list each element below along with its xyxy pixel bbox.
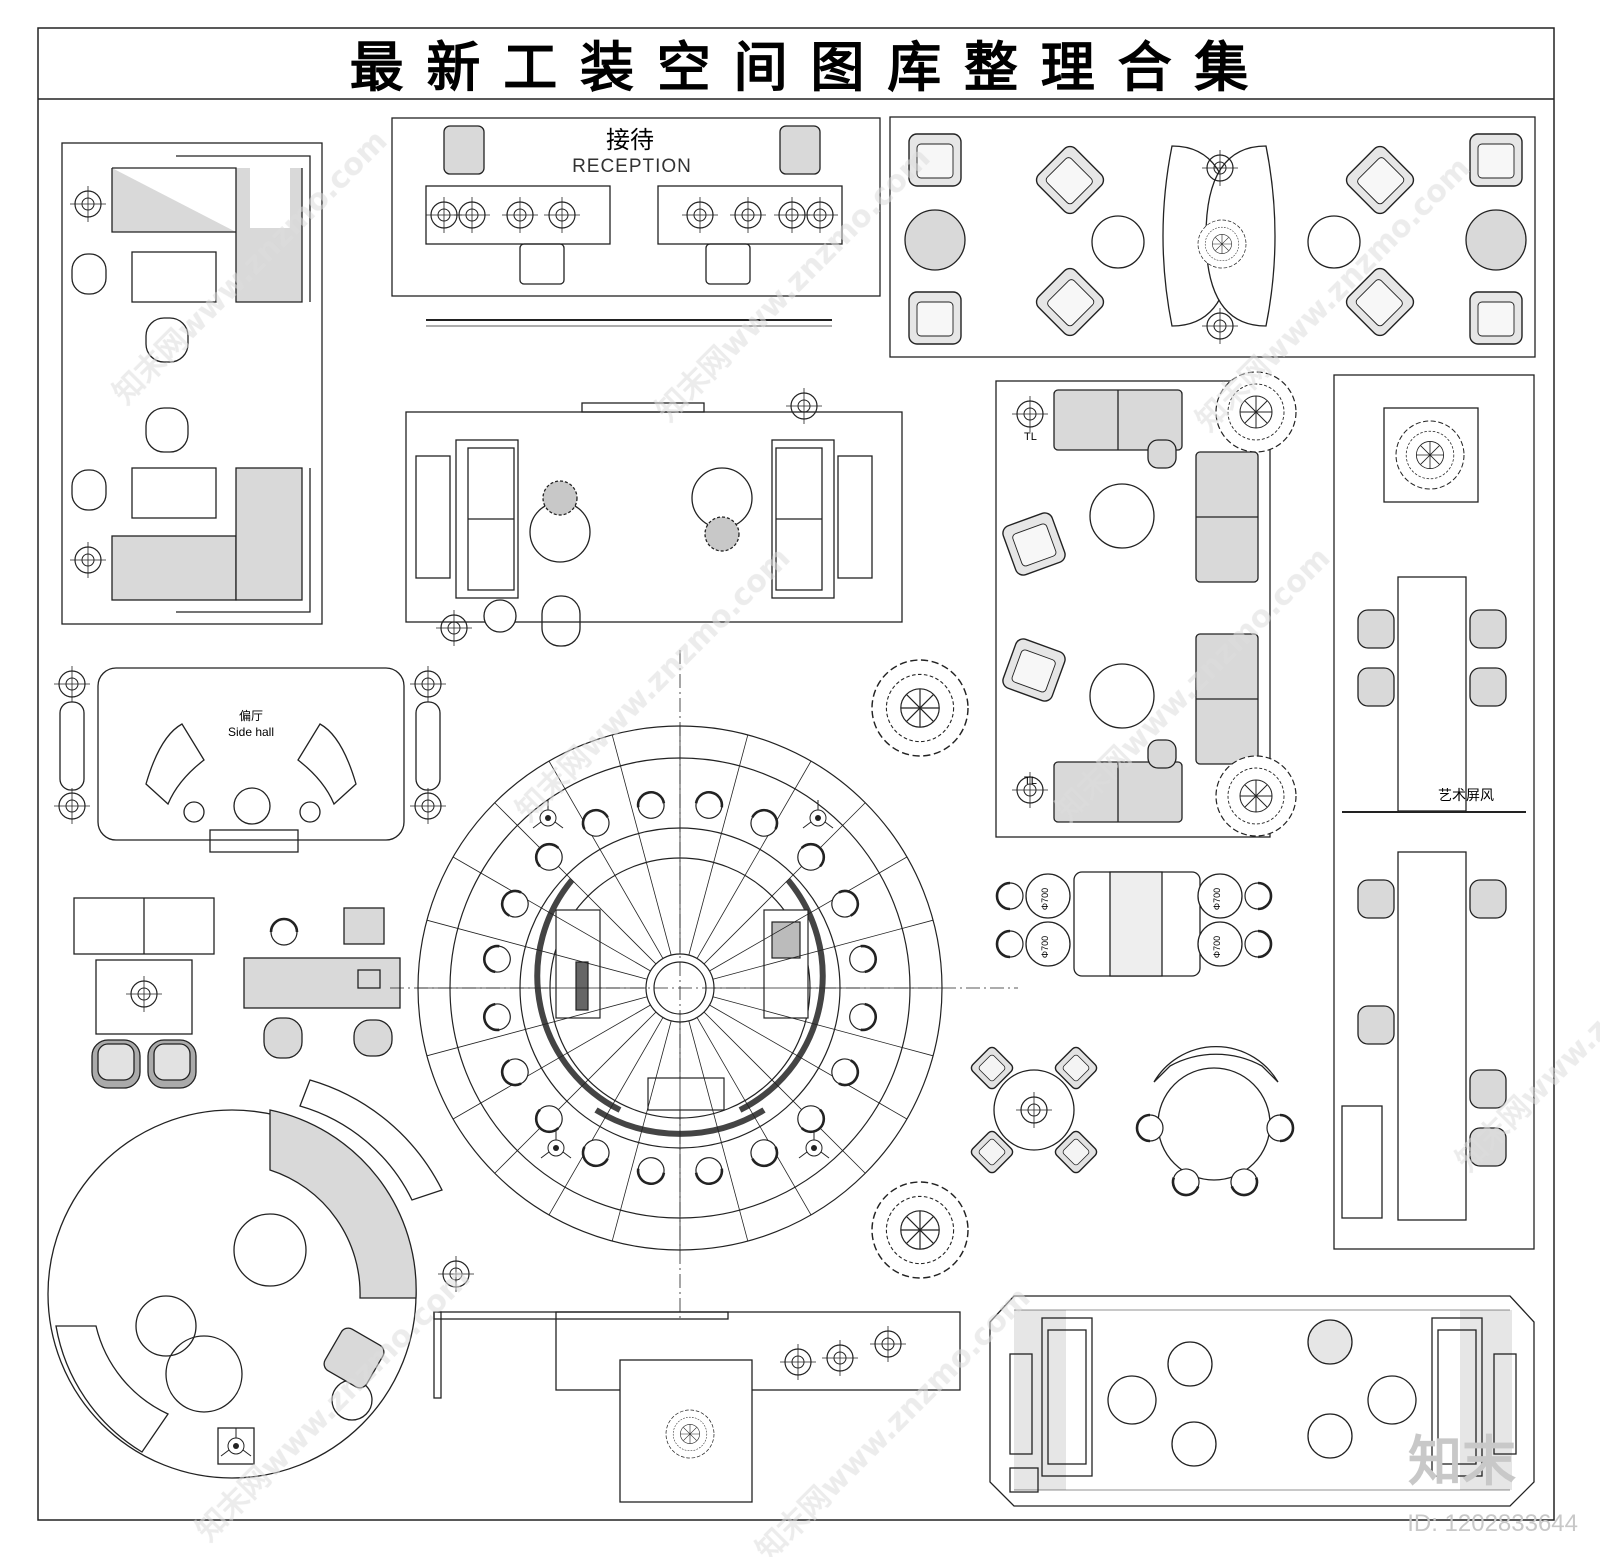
pavilion-chair	[634, 1154, 668, 1187]
watermark-site-text: 知末网www.znzmo.com	[510, 541, 798, 829]
pavilion-spoke-line	[611, 734, 672, 956]
phi-label: Φ700	[1040, 888, 1050, 910]
plant-icon	[871, 1181, 969, 1279]
tl-label-bottom: TL	[1024, 775, 1037, 787]
reception-label-cn: 接待	[606, 127, 654, 154]
pavilion-chair	[846, 1000, 879, 1034]
pavilion-spoke-line	[688, 1020, 749, 1242]
watermark-site-text: 知末网www.znzmo.com	[190, 1261, 478, 1549]
pavilion-chair	[692, 1154, 726, 1187]
tl-label-top: TL	[1024, 431, 1037, 443]
pavilion-spoke-line	[688, 734, 749, 956]
pavilion-spoke-line	[712, 919, 934, 980]
exhibition-block	[1333, 374, 1535, 1250]
watermark-id-text: ID: 1202833644	[1407, 1510, 1578, 1537]
pavilion-spoke-line	[426, 919, 648, 980]
round-table-block	[993, 1045, 1279, 1181]
pavilion-spoke-line	[703, 802, 866, 965]
plant-icon	[871, 659, 969, 757]
pavilion-chair	[826, 1053, 864, 1091]
lobby-lounge-block	[989, 1295, 1535, 1507]
pavilion-chair	[577, 804, 615, 842]
pavilion-spoke-line	[548, 760, 664, 959]
pavilion-chair	[826, 885, 864, 923]
pavilion-spoke-line	[611, 1020, 672, 1242]
pavilion-spoke-line	[426, 996, 648, 1057]
pavilion-chair	[496, 1053, 534, 1091]
phi-label: Φ700	[1212, 936, 1222, 958]
pavilion-spoke-line	[452, 1004, 651, 1120]
sofa-meeting-block	[405, 402, 903, 647]
pavilion-chair	[692, 789, 726, 822]
pavilion-spoke-line	[696, 1017, 812, 1216]
pavilion-chair	[577, 1134, 615, 1172]
pavilion-chair	[846, 942, 879, 976]
pavilion-spoke-line	[548, 1017, 664, 1216]
side-hall-block	[59, 667, 441, 853]
curved-lounge-block	[47, 1079, 443, 1479]
pavilion-spoke-line	[452, 856, 651, 972]
watermark-site-text: 知末网www.znzmo.com	[650, 141, 938, 429]
sheet-title: 最 新 工 装 空 间 图 库 整 理 合 集	[350, 36, 1251, 99]
pavilion-spoke-line	[709, 1004, 908, 1120]
side-hall-label-en: Side hall	[228, 725, 274, 739]
pavilion-spoke-line	[703, 1011, 866, 1174]
phi-label: Φ700	[1040, 936, 1050, 958]
side-hall-label-cn: 偏厅	[239, 708, 263, 723]
pavilion-spoke-line	[696, 760, 812, 959]
watermark-brand-logo: 知末	[1408, 1430, 1516, 1493]
pavilion-chair	[634, 789, 668, 822]
pavilion-chair	[481, 1000, 514, 1034]
pavilion-chair	[496, 885, 534, 923]
pavilion-chair	[745, 1134, 783, 1172]
office-desk-block	[61, 142, 323, 625]
pavilion-chair	[481, 942, 514, 976]
phi-label: Φ700	[1212, 888, 1222, 910]
watermark-site-text: 知末网www.znzmo.com	[1450, 891, 1600, 1179]
pavilion-spoke-line	[709, 856, 908, 972]
bar-counter-block	[433, 1311, 961, 1503]
art-screen-label: 艺术屏风	[1438, 787, 1494, 803]
tea-room-block	[995, 380, 1271, 838]
pavilion-spokes	[418, 726, 942, 1250]
sheet-border	[37, 27, 1555, 1521]
reception-label-en: RECEPTION	[572, 156, 692, 177]
pavilion-chair	[745, 804, 783, 842]
workstation-block	[73, 897, 401, 1089]
pavilion-spoke-line	[494, 802, 657, 965]
pavilion-spoke-line	[494, 1011, 657, 1174]
pavilion-spoke-line	[712, 996, 934, 1057]
dining-booth-block	[1025, 871, 1243, 977]
